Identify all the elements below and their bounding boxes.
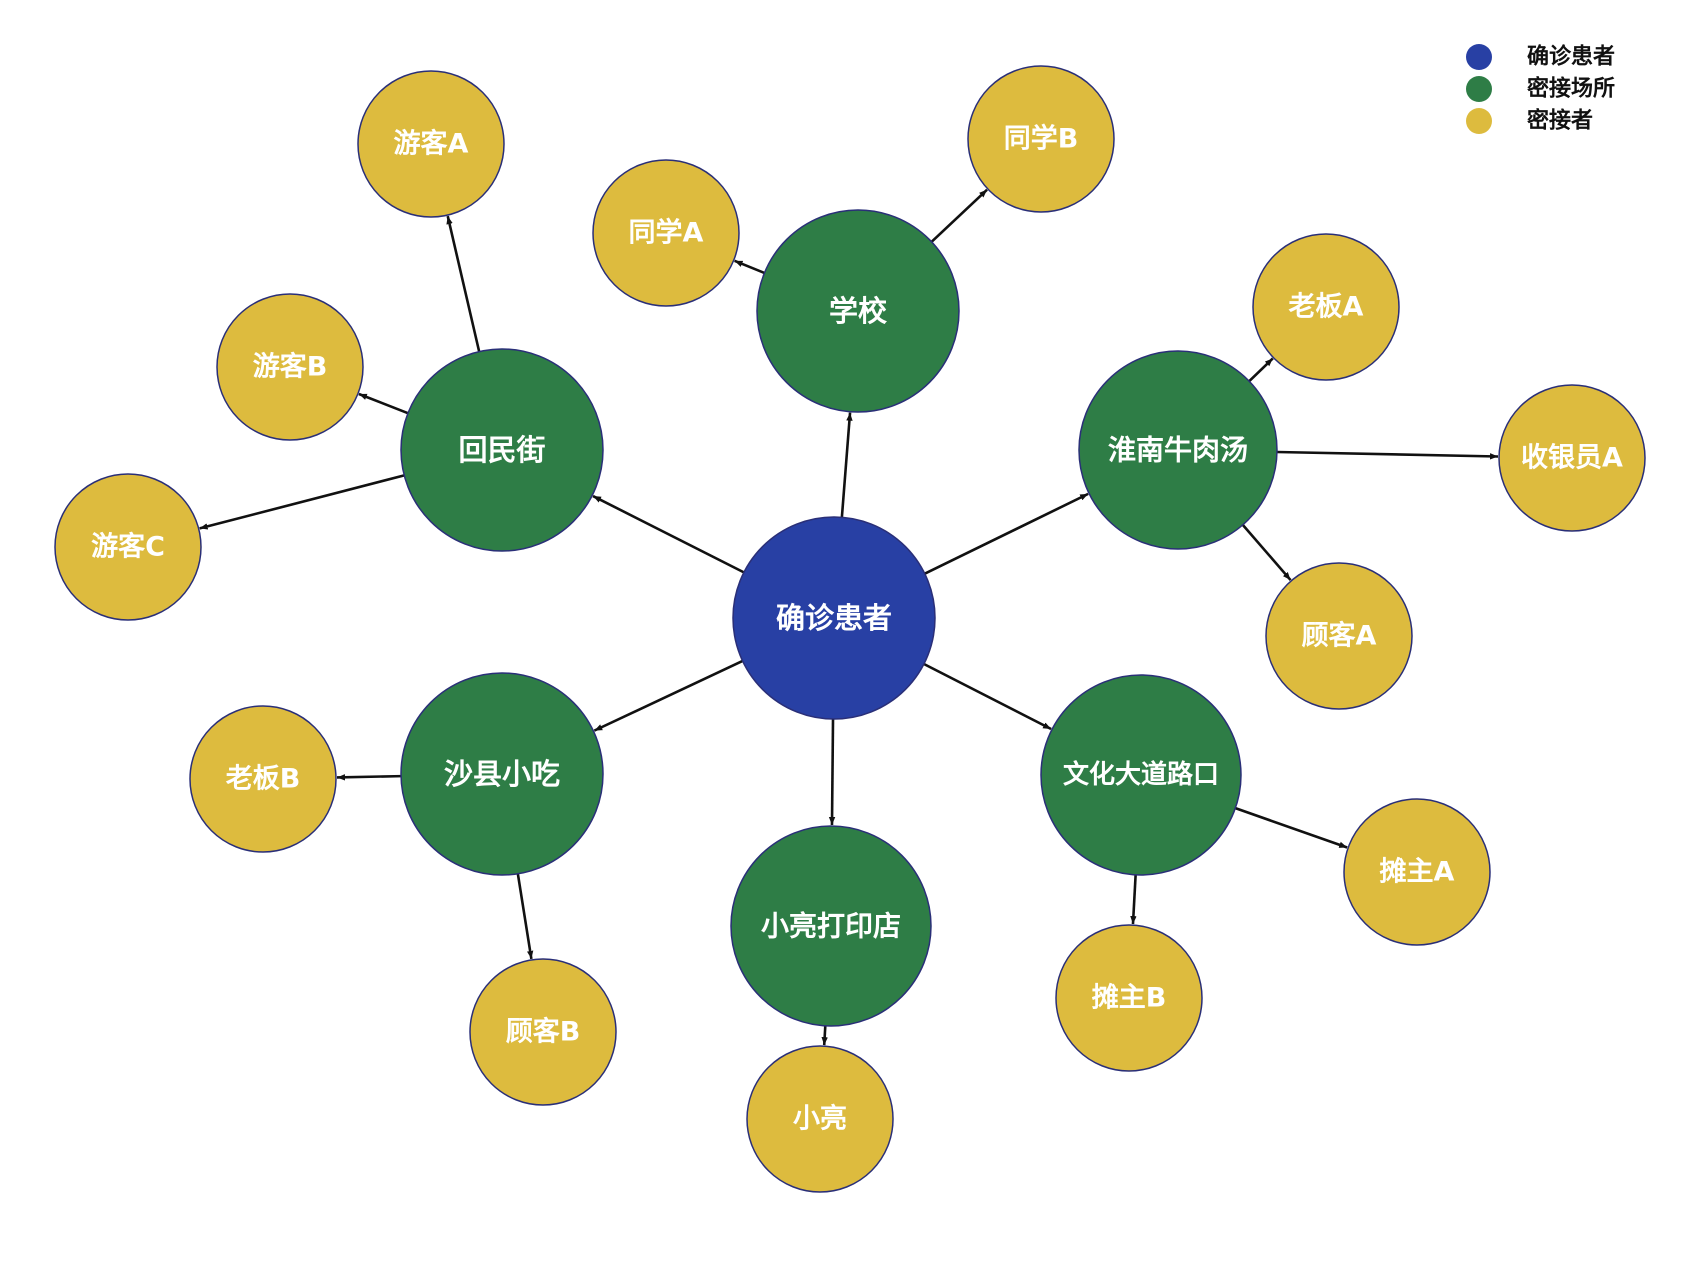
node-label-tourist_b: 游客B [253,351,328,383]
edge-huainan-to-cashier_a [1276,450,1499,460]
legend-label-place: 密接场所 [1527,76,1615,102]
node-circle-classmate_a [592,159,740,307]
edge-patient-to-school [840,412,853,518]
node-circle-patient [732,516,936,720]
legend-item-confirmed: 确诊患者 [1466,44,1615,70]
node-label-patient: 确诊患者 [776,601,892,635]
node-circle-vendor_b [1055,924,1203,1072]
node-label-shaxian: 沙县小吃 [444,757,560,791]
node-classmate_a[interactable]: 同学A [592,159,740,307]
node-customer_a[interactable]: 顾客A [1265,562,1413,710]
legend-label-confirmed: 确诊患者 [1527,44,1615,70]
node-circle-huimin [400,348,604,552]
node-xiaoliang[interactable]: 小亮 [746,1045,894,1193]
node-circle-shaxian [400,672,604,876]
node-label-school: 学校 [829,294,887,328]
node-circle-tourist_b [216,293,364,441]
edge-patient-to-print [828,718,836,826]
node-circle-school [756,209,960,413]
node-circle-xiaoliang [746,1045,894,1193]
node-wenhua[interactable]: 文化大道路口 [1040,674,1242,876]
node-circle-vendor_a [1343,798,1491,946]
node-label-huimin: 回民街 [458,433,545,467]
node-circle-tourist_c [54,473,202,621]
node-circle-tourist_a [357,70,505,218]
node-huainan[interactable]: 淮南牛肉汤 [1078,350,1278,550]
node-circle-print [730,825,932,1027]
node-label-huainan: 淮南牛肉汤 [1108,434,1248,467]
edge-huimin-to-tourist_a [446,215,481,352]
edge-huainan-to-boss_a [1248,357,1274,383]
node-label-classmate_a: 同学A [629,217,704,249]
node-circle-boss_a [1252,233,1400,381]
node-classmate_b[interactable]: 同学B [967,65,1115,213]
node-label-vendor_b: 摊主B [1092,982,1167,1014]
node-tourist_c[interactable]: 游客C [54,473,202,621]
node-circle-wenhua [1040,674,1242,876]
node-label-customer_b: 顾客B [506,1016,581,1048]
edge-shaxian-to-customer_b [516,873,534,960]
edge-huimin-to-tourist_b [358,392,409,415]
edge-print-to-xiaoliang [821,1025,828,1046]
edge-school-to-classmate_b [930,188,988,243]
node-huimin[interactable]: 回民街 [400,348,604,552]
edge-patient-to-wenhua [923,662,1052,731]
node-circle-classmate_b [967,65,1115,213]
node-shaxian[interactable]: 沙县小吃 [400,672,604,876]
node-label-tourist_a: 游客A [394,128,469,160]
legend-dot-place [1466,76,1492,102]
node-patient[interactable]: 确诊患者 [732,516,936,720]
node-boss_b[interactable]: 老板B [189,705,337,853]
edge-huimin-to-tourist_c [199,474,405,530]
node-print[interactable]: 小亮打印店 [730,825,932,1027]
edge-wenhua-to-vendor_a [1234,806,1348,849]
node-label-cashier_a: 收银员A [1521,443,1623,474]
edge-patient-to-huimin [592,494,745,574]
node-cashier_a[interactable]: 收银员A [1498,384,1646,532]
node-circle-boss_b [189,705,337,853]
edge-patient-to-huainan [924,492,1089,575]
edge-wenhua-to-vendor_b [1130,874,1137,925]
edge-huainan-to-customer_a [1241,524,1292,581]
node-label-tourist_c: 游客C [91,531,165,563]
node-boss_a[interactable]: 老板A [1252,233,1400,381]
legend-label-contact: 密接者 [1527,108,1593,134]
edge-school-to-classmate_a [734,259,765,275]
node-label-print: 小亮打印店 [761,910,901,943]
node-vendor_b[interactable]: 摊主B [1055,924,1203,1072]
edges-layer [199,188,1499,1046]
node-label-classmate_b: 同学B [1004,123,1079,155]
node-label-wenhua: 文化大道路口 [1063,759,1219,790]
node-circle-customer_b [469,958,617,1106]
node-tourist_b[interactable]: 游客B [216,293,364,441]
node-circle-huainan [1078,350,1278,550]
node-circle-customer_a [1265,562,1413,710]
legend-dot-contact [1466,108,1492,134]
node-customer_b[interactable]: 顾客B [469,958,617,1106]
node-label-boss_a: 老板A [1289,292,1364,323]
edge-shaxian-to-boss_b [336,774,402,781]
node-label-xiaoliang: 小亮 [793,1103,847,1135]
node-tourist_a[interactable]: 游客A [357,70,505,218]
legend-item-contact: 密接者 [1466,108,1593,134]
node-label-customer_a: 顾客A [1302,620,1377,652]
node-vendor_a[interactable]: 摊主A [1343,798,1491,946]
node-label-boss_b: 老板B [226,764,301,795]
node-school[interactable]: 学校 [756,209,960,413]
legend-item-place: 密接场所 [1466,76,1615,102]
legend-dot-confirmed [1466,44,1492,70]
node-label-vendor_a: 摊主A [1380,856,1455,888]
edge-patient-to-shaxian [593,659,744,732]
node-circle-cashier_a [1498,384,1646,532]
